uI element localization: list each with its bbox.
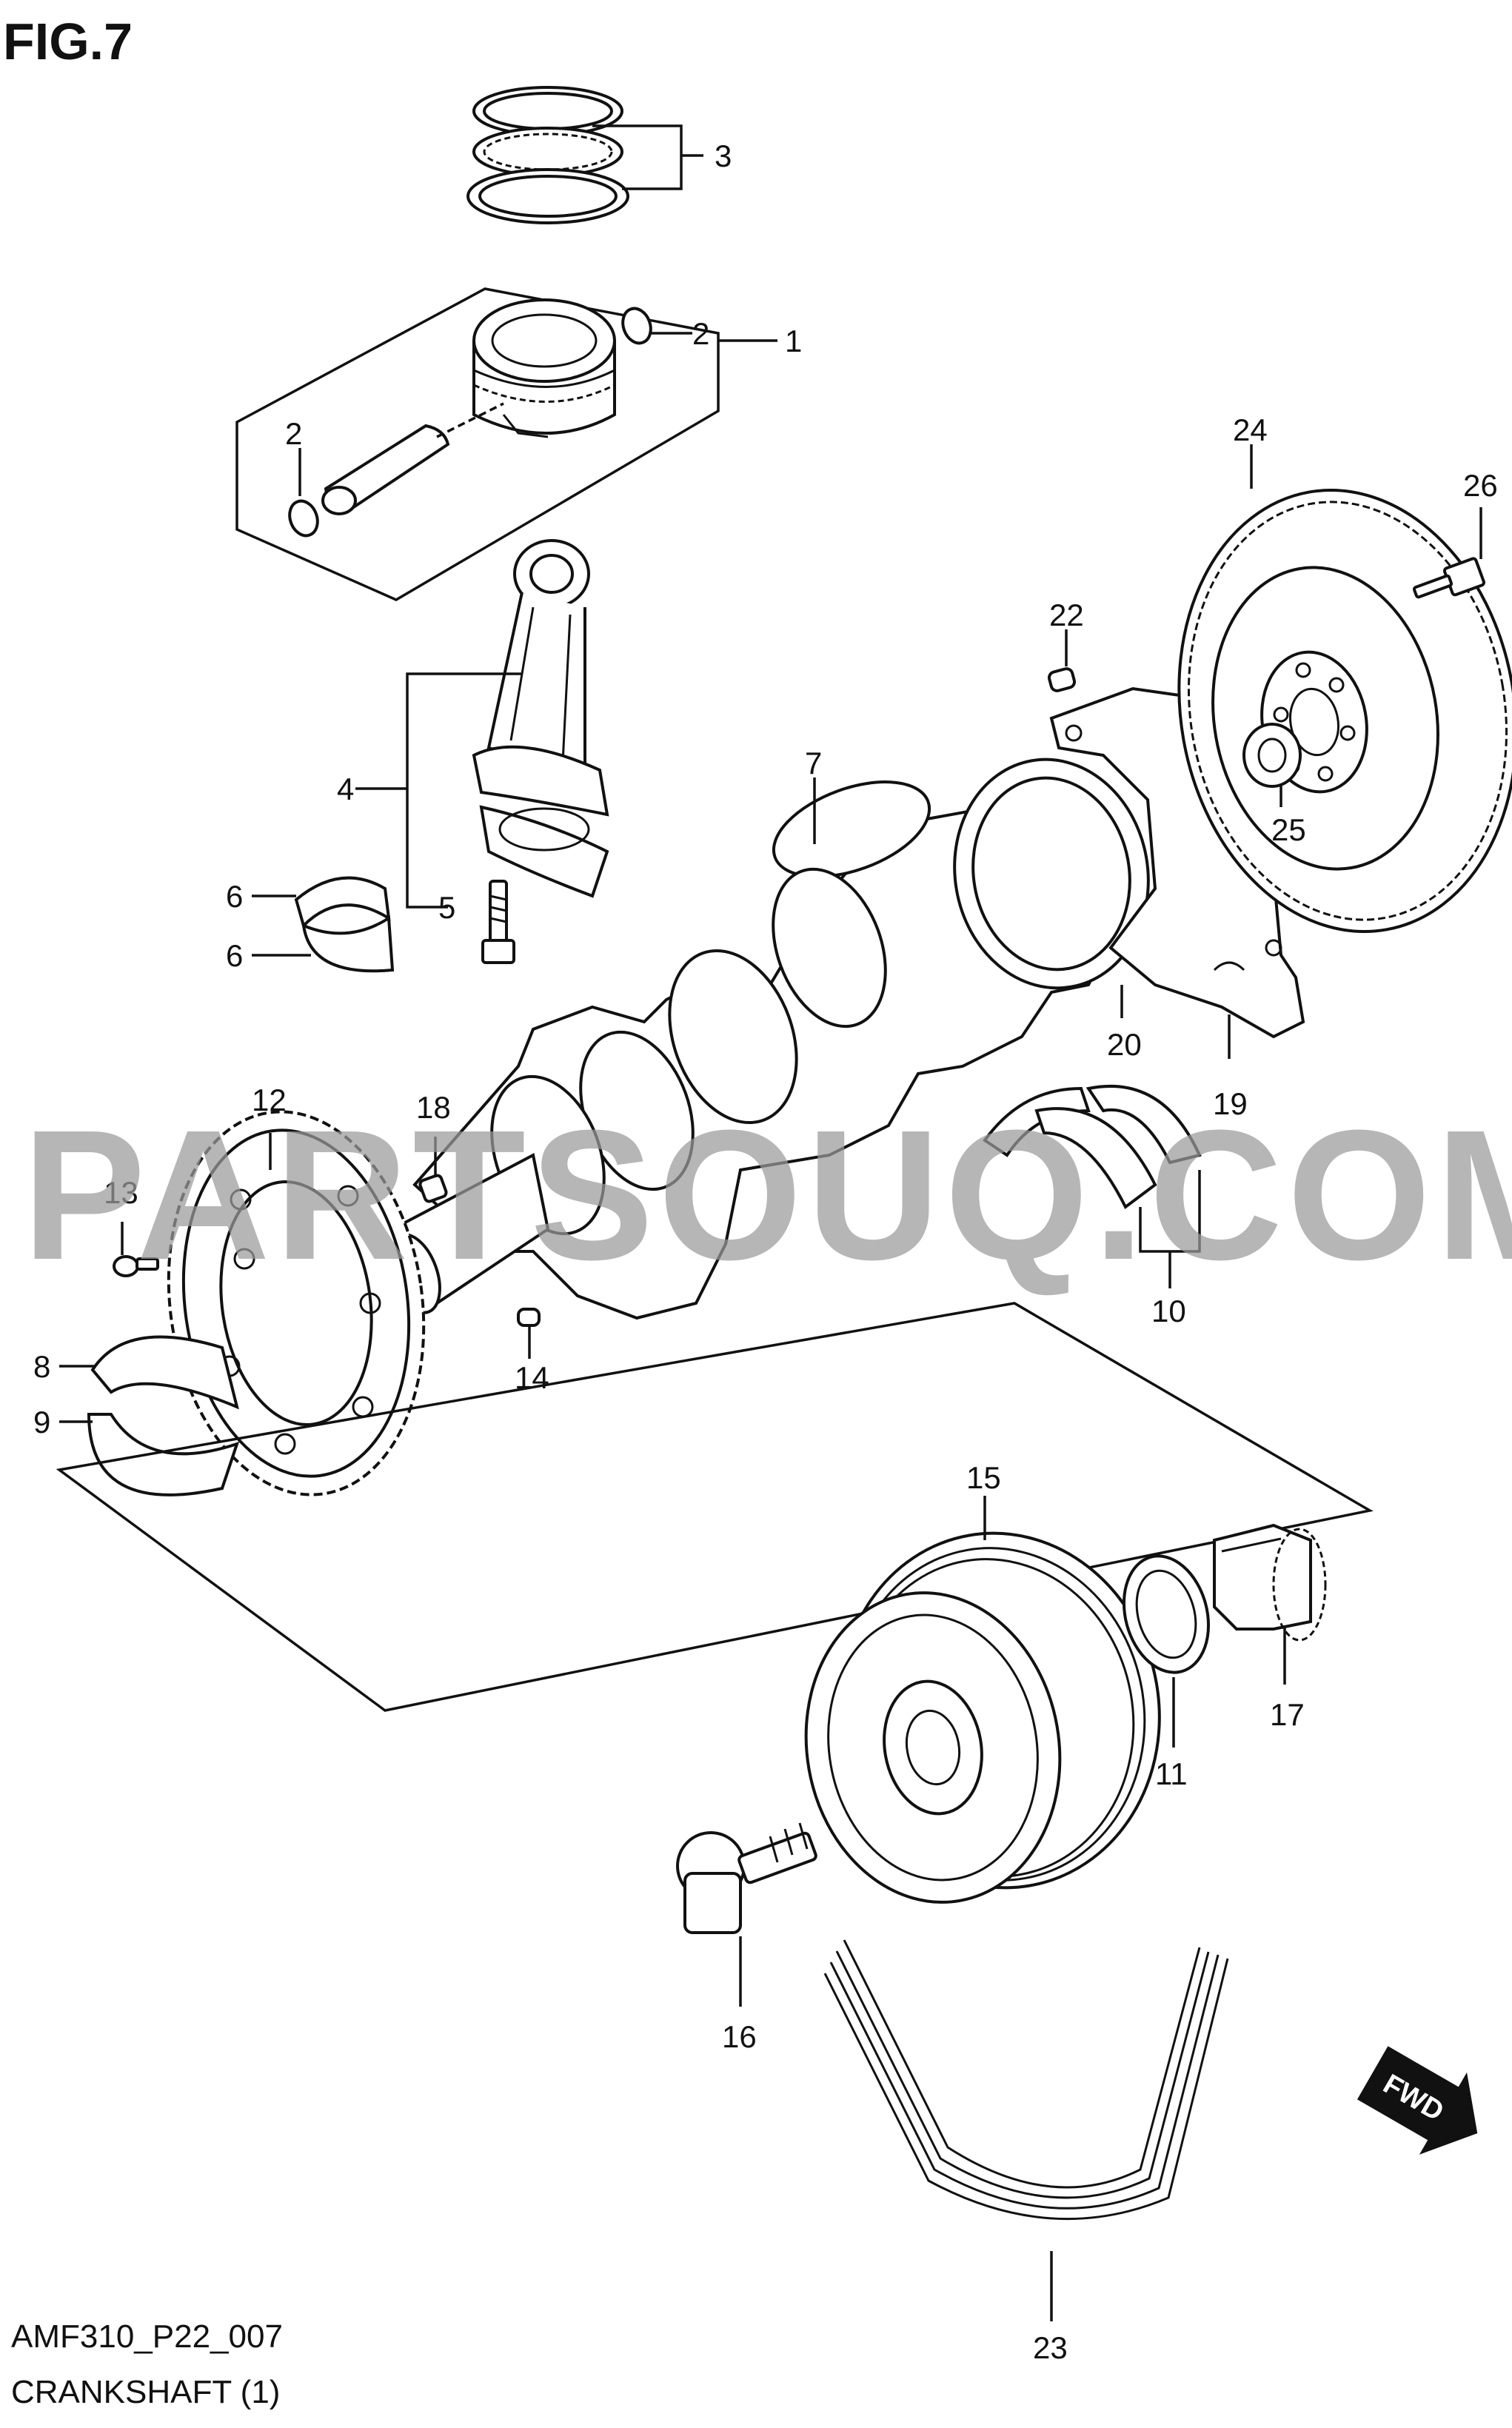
callout-18: 18 bbox=[416, 1090, 451, 1125]
callout-2a: 2 bbox=[285, 416, 302, 451]
callout-15: 15 bbox=[966, 1460, 1001, 1495]
forward-arrow-icon bbox=[1357, 2046, 1478, 2155]
callout-16: 16 bbox=[722, 2019, 757, 2054]
thrust-bearing-b[interactable] bbox=[1086, 1084, 1202, 1165]
callout-24: 24 bbox=[1233, 412, 1268, 447]
piston-rings[interactable] bbox=[466, 86, 629, 224]
callout-19: 19 bbox=[1213, 1086, 1248, 1121]
snap-ring-left[interactable] bbox=[285, 497, 322, 539]
callout-6a: 6 bbox=[226, 879, 243, 914]
sprocket-screw-13[interactable] bbox=[113, 1255, 159, 1277]
callout-2b: 2 bbox=[692, 316, 709, 351]
callout-5: 5 bbox=[438, 890, 455, 925]
snap-ring-right[interactable] bbox=[618, 304, 655, 347]
callout-20: 20 bbox=[1107, 1027, 1142, 1062]
callout-7: 7 bbox=[805, 746, 822, 780]
callout-4: 4 bbox=[337, 772, 354, 806]
callout-3: 3 bbox=[715, 138, 732, 173]
crankshaft[interactable] bbox=[380, 763, 1113, 1321]
crank-timing-gear[interactable] bbox=[1213, 1523, 1327, 1642]
callout-26: 26 bbox=[1463, 468, 1498, 503]
key-18[interactable] bbox=[418, 1174, 448, 1203]
rear-oil-seal[interactable] bbox=[937, 744, 1166, 1003]
figure-caption: CRANKSHAFT (1) bbox=[11, 2374, 280, 2410]
rod-bearing-upper[interactable] bbox=[294, 876, 391, 929]
pilot-bearing-25[interactable] bbox=[1242, 723, 1302, 788]
watermark: PARTSOUQ.COM bbox=[22, 1091, 1512, 1298]
thrust-bearing-a[interactable] bbox=[983, 1086, 1091, 1157]
v-ribbed-belt[interactable] bbox=[823, 1939, 1229, 2221]
callout-13: 13 bbox=[104, 1175, 138, 1210]
callout-22: 22 bbox=[1049, 598, 1084, 632]
callout-10: 10 bbox=[1151, 1294, 1186, 1328]
callout-23: 23 bbox=[1033, 2330, 1068, 2365]
flywheel-bolt-26[interactable] bbox=[1412, 557, 1485, 599]
dowel-pin-22[interactable] bbox=[1047, 667, 1077, 692]
main-bearing-upper[interactable] bbox=[90, 1335, 239, 1410]
callout-25: 25 bbox=[1271, 812, 1306, 847]
front-oil-seal[interactable] bbox=[1111, 1546, 1221, 1682]
callout-8: 8 bbox=[33, 1349, 50, 1384]
pin-14[interactable] bbox=[517, 1308, 541, 1327]
crank-pulley[interactable] bbox=[782, 1508, 1187, 1922]
piston-pin[interactable] bbox=[321, 402, 504, 515]
drawing-code: AMF310_P22_007 bbox=[11, 2318, 283, 2355]
callout-1: 1 bbox=[785, 324, 802, 358]
main-bearing-lower[interactable] bbox=[87, 1413, 240, 1496]
callout-11: 11 bbox=[1155, 1756, 1188, 1791]
callout-6b: 6 bbox=[226, 938, 243, 973]
figure-title: FIG.7 bbox=[3, 13, 133, 70]
piston[interactable] bbox=[472, 298, 616, 438]
callout-17: 17 bbox=[1270, 1697, 1305, 1732]
rod-bearing-lower[interactable] bbox=[301, 915, 395, 973]
callout-12: 12 bbox=[252, 1083, 287, 1117]
thrust-bearing-c[interactable] bbox=[1034, 1107, 1157, 1210]
rod-bolt[interactable] bbox=[481, 880, 515, 964]
connecting-rod[interactable] bbox=[472, 539, 609, 898]
pulley-bolt[interactable] bbox=[676, 1822, 817, 1934]
fwd-badge: FWD bbox=[1357, 2046, 1478, 2155]
callout-9: 9 bbox=[33, 1405, 50, 1439]
